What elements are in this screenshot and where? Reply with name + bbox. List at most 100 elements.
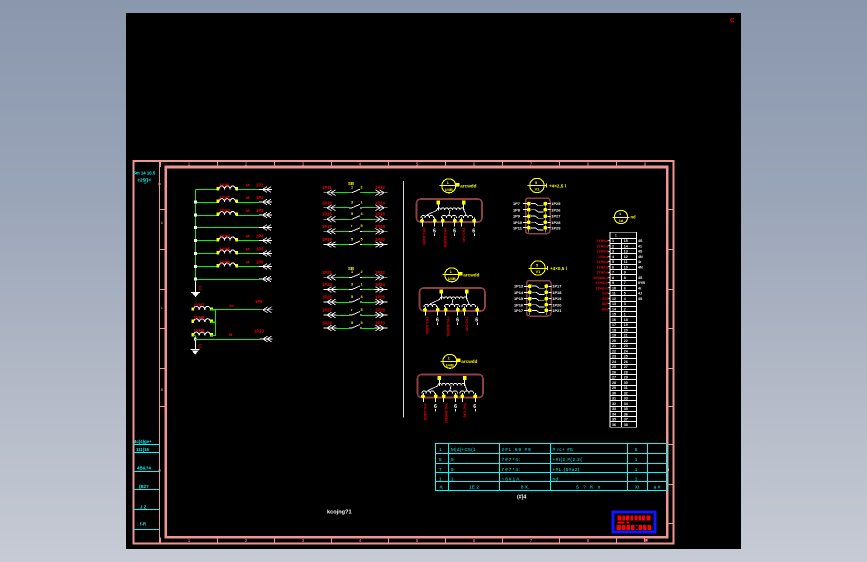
svg-text:(B2?: (B2? bbox=[139, 484, 149, 489]
svg-text:3: 3 bbox=[302, 538, 305, 543]
svg-text:1: 1 bbox=[361, 201, 363, 205]
svg-text:1P7: 1P7 bbox=[513, 201, 520, 206]
svg-text:YH1-C40: YH1-C40 bbox=[465, 317, 469, 331]
svg-text:Xt: Xt bbox=[635, 485, 640, 491]
svg-text:2: 2 bbox=[361, 186, 363, 190]
svg-text:1: 1 bbox=[615, 233, 618, 238]
svg-text:1: 1 bbox=[451, 476, 454, 481]
svg-text:4J: 4J bbox=[638, 292, 642, 296]
svg-text:2: 2 bbox=[624, 307, 626, 311]
svg-text:L: L bbox=[161, 305, 164, 310]
svg-text:5: 5 bbox=[361, 321, 363, 325]
svg-text:5: 5 bbox=[351, 212, 353, 216]
svg-text:1d: 1d bbox=[229, 303, 234, 308]
svg-text:1P26: 1P26 bbox=[375, 295, 385, 300]
svg-text:5: 5 bbox=[361, 308, 363, 312]
svg-text:YH1-C40: YH1-C40 bbox=[462, 228, 466, 242]
svg-text:5m 14 10.5: 5m 14 10.5 bbox=[134, 171, 156, 176]
svg-text:10: 10 bbox=[624, 265, 628, 269]
svg-text:C: C bbox=[199, 344, 203, 350]
svg-text:1: 1 bbox=[439, 476, 442, 481]
svg-text:4S: 4S bbox=[638, 276, 643, 280]
svg-text:34: 34 bbox=[624, 402, 628, 406]
svg-text:29: 29 bbox=[612, 386, 616, 390]
svg-text:(#]4: (#]4 bbox=[517, 495, 526, 501]
svg-text:4N: 4N bbox=[638, 255, 643, 259]
svg-text:r: r bbox=[351, 308, 353, 312]
svg-text:1P3: 1P3 bbox=[256, 208, 264, 213]
svg-text:1P25: 1P25 bbox=[322, 295, 332, 300]
svg-text:1P21: 1P21 bbox=[552, 308, 562, 313]
svg-text:17: 17 bbox=[612, 323, 616, 327]
svg-text:1: 1 bbox=[612, 239, 614, 243]
svg-text:1: 1 bbox=[447, 180, 450, 185]
svg-text:1P12: 1P12 bbox=[375, 185, 385, 190]
svg-text:21: 21 bbox=[624, 334, 628, 338]
svg-text:1d: 1d bbox=[619, 219, 624, 223]
svg-text:1: 1 bbox=[635, 476, 638, 481]
svg-text:U4B: U4B bbox=[446, 363, 454, 368]
svg-text:1P20: 1P20 bbox=[375, 237, 385, 242]
svg-text:4S: 4S bbox=[638, 239, 643, 243]
svg-text:4: 4 bbox=[359, 162, 362, 167]
svg-text:arcwdd: arcwdd bbox=[461, 359, 477, 364]
svg-text:3: 3 bbox=[624, 302, 626, 306]
svg-text:5: 5 bbox=[416, 162, 419, 167]
svg-text:5: 5 bbox=[361, 224, 363, 228]
svg-text:1P15: 1P15 bbox=[514, 296, 524, 301]
svg-text:7#7*4:: 7#7*4: bbox=[502, 467, 522, 472]
svg-text:30: 30 bbox=[624, 381, 628, 385]
svg-text:YH1-B409ll1: YH1-B409ll1 bbox=[444, 403, 448, 423]
svg-text:22: 22 bbox=[624, 339, 628, 343]
svg-text:12: 12 bbox=[624, 255, 628, 259]
svg-text:19: 19 bbox=[624, 323, 628, 327]
svg-text:#;: #; bbox=[439, 485, 443, 491]
svg-text:8: 8 bbox=[587, 538, 590, 543]
svg-text:2: 2 bbox=[245, 538, 248, 543]
svg-text:6: 6 bbox=[612, 265, 614, 269]
svg-text:9: 9 bbox=[451, 457, 454, 462]
svg-text:1P14: 1P14 bbox=[375, 200, 385, 205]
svg-text:15: 15 bbox=[612, 313, 616, 317]
svg-text:6: 6 bbox=[473, 404, 476, 410]
svg-text:6: 6 bbox=[434, 404, 437, 410]
svg-text:C: C bbox=[730, 18, 735, 25]
svg-text:1P9: 1P9 bbox=[513, 214, 521, 219]
svg-text:1P14: 1P14 bbox=[514, 290, 524, 295]
svg-text:14: 14 bbox=[624, 244, 628, 248]
svg-text:9: 9 bbox=[644, 162, 647, 167]
svg-text:M|d|+C5(1: M|d|+C5(1 bbox=[451, 447, 476, 452]
svg-text:1: 1 bbox=[619, 212, 621, 216]
svg-text:5: 5 bbox=[361, 237, 363, 241]
svg-text:25: 25 bbox=[624, 355, 628, 359]
svg-text:23: 23 bbox=[612, 355, 616, 359]
svg-text:28: 28 bbox=[624, 370, 628, 374]
svg-text:27: 27 bbox=[624, 365, 628, 369]
svg-text:1P10: 1P10 bbox=[513, 220, 522, 225]
svg-text:1: 1 bbox=[351, 186, 353, 190]
svg-text:r: r bbox=[351, 224, 353, 228]
svg-text:1P11: 1P11 bbox=[322, 185, 332, 190]
svg-text:1YH1: 1YH1 bbox=[219, 182, 231, 187]
svg-text:4r: 4r bbox=[638, 286, 642, 290]
svg-text:7: 7 bbox=[612, 271, 614, 275]
svg-text:1: 1 bbox=[439, 447, 442, 452]
svg-text:31: 31 bbox=[624, 386, 628, 390]
svg-text:1YH8: 1YH8 bbox=[194, 315, 206, 320]
svg-text:1P13: 1P13 bbox=[514, 284, 524, 289]
svg-text:22: 22 bbox=[612, 349, 616, 353]
svg-text:k: k bbox=[161, 220, 163, 225]
svg-text:V1: V1 bbox=[535, 187, 540, 191]
svg-text:+4×0,5 l: +4×0,5 l bbox=[550, 266, 567, 271]
svg-text:7: 7 bbox=[530, 538, 533, 543]
svg-text:35: 35 bbox=[612, 418, 616, 422]
svg-text:29: 29 bbox=[624, 376, 628, 380]
svg-text:1rcwdd-c: 1rcwdd-c bbox=[593, 276, 608, 280]
svg-text:6: 6 bbox=[624, 286, 626, 290]
svg-text:1P8: 1P8 bbox=[513, 207, 521, 212]
svg-text:S07: S07 bbox=[602, 297, 608, 301]
svg-text:32: 32 bbox=[624, 391, 628, 395]
svg-text:# rc+ #5: # rc+ #5 bbox=[553, 447, 574, 452]
svg-text:~8#1A.: ~8#1A. bbox=[502, 476, 523, 481]
svg-text:12: 12 bbox=[612, 297, 616, 301]
